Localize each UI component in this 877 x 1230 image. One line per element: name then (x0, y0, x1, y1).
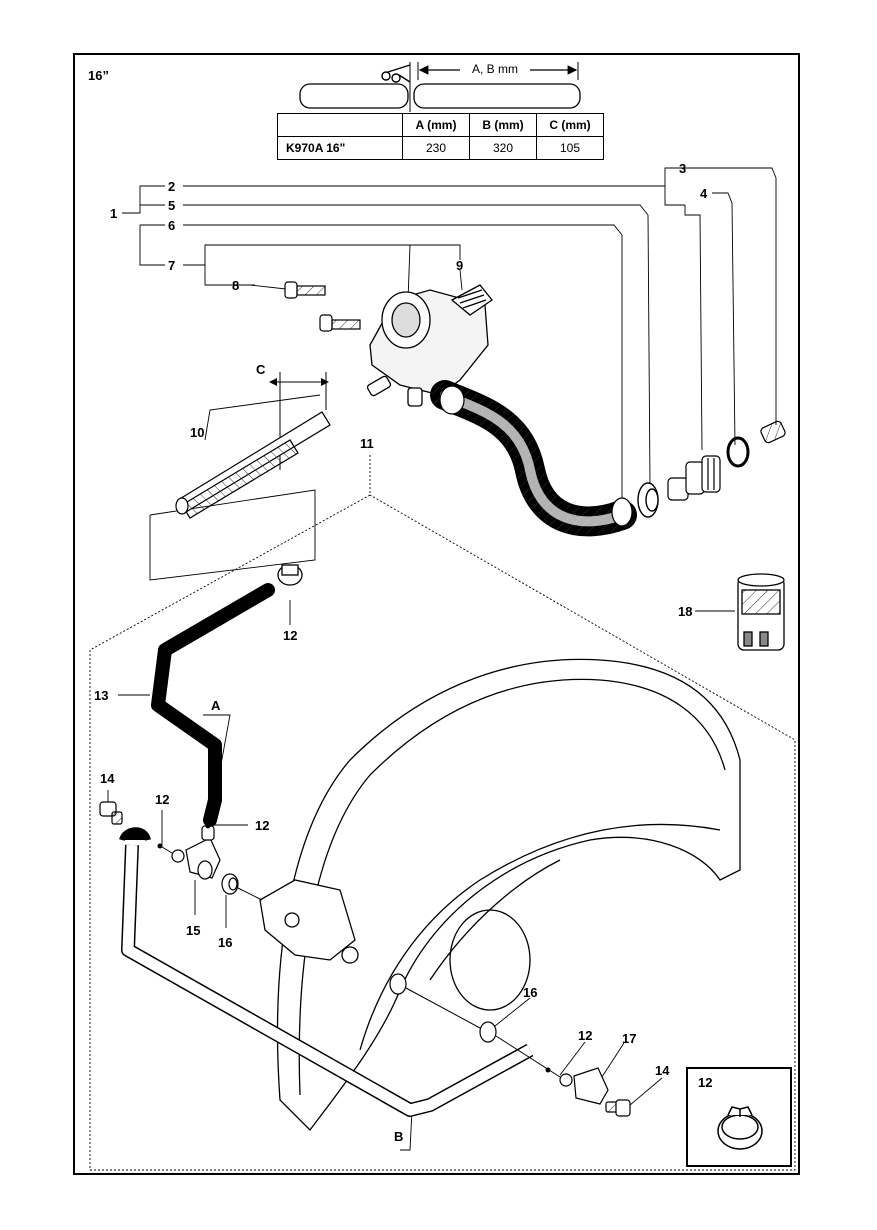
callout-13: 13 (94, 688, 108, 703)
variant-label: 16” (88, 68, 109, 83)
hose-13 (151, 583, 275, 827)
callout-15: 15 (186, 923, 200, 938)
table-header-cell: A (mm) (402, 113, 470, 137)
table-cell: 320 (469, 136, 537, 160)
callout-18: 18 (678, 604, 692, 619)
callout-5: 5 (168, 198, 175, 213)
coupling-18 (737, 573, 785, 651)
dimension-caption: A, B mm (472, 62, 518, 76)
clamp-icon (717, 1106, 763, 1150)
clamp-12-top (277, 564, 303, 586)
main-connector-assembly (366, 284, 493, 407)
dot-12b (205, 823, 211, 829)
dimension-a-label: A (211, 698, 221, 713)
callout-9: 9 (456, 258, 463, 273)
nipple-3 (760, 420, 786, 444)
spindle-housing (259, 879, 359, 964)
tee-15 (171, 825, 221, 880)
callout-1: 1 (110, 206, 117, 221)
dimension-c-label: C (256, 362, 266, 377)
callout-3: 3 (679, 161, 686, 176)
callout-10: 10 (190, 425, 204, 440)
callout-17: 17 (622, 1031, 636, 1046)
callout-14-left: 14 (100, 771, 115, 786)
leader-lines (89, 167, 796, 1171)
table-header-cell (277, 113, 403, 137)
table-cell-model: K970A 16" (277, 136, 403, 160)
scissors-icon (381, 64, 411, 83)
callout-16-right: 16 (523, 985, 537, 1000)
o-ring-4 (726, 436, 750, 468)
table-row: K970A 16" 230 320 105 (277, 136, 604, 160)
plug-14-left (99, 801, 123, 825)
callout-8: 8 (232, 278, 239, 293)
callout-4: 4 (700, 186, 708, 201)
callout-12-left: 12 (155, 792, 169, 807)
blade-guard (276, 658, 741, 1131)
connector-17 (559, 1067, 609, 1105)
tube-10 (175, 411, 331, 519)
callout-12-top: 12 (283, 628, 297, 643)
table-header-cell: B (mm) (469, 113, 537, 137)
dimension-table: A (mm) B (mm) C (mm) K970A 16" 230 320 1… (277, 113, 604, 160)
callout-16-left: 16 (218, 935, 232, 950)
quick-coupling-3 (667, 455, 721, 501)
inset-label: 12 (698, 1075, 713, 1090)
screw-8b (319, 314, 361, 332)
nut-16-left (221, 873, 239, 895)
tube-cut-illustration: A, B mm (299, 62, 581, 112)
callout-12-mid: 12 (255, 818, 269, 833)
hose-sleeve (439, 385, 633, 527)
drawing-frame (73, 53, 800, 1175)
dot-12a (157, 843, 163, 849)
table-header-cell: C (mm) (536, 113, 604, 137)
pipe-end (119, 827, 151, 842)
table-cell: 105 (536, 136, 604, 160)
plug-14-right (605, 1099, 631, 1117)
callout-2: 2 (168, 179, 175, 194)
clamp-detail-inset: 12 (686, 1067, 792, 1167)
table-header-row: A (mm) B (mm) C (mm) (277, 113, 604, 137)
screw-8a (284, 281, 326, 299)
table-cell: 230 (402, 136, 470, 160)
callout-11: 11 (360, 436, 374, 451)
callout-6: 6 (168, 218, 175, 233)
callout-12-right: 12 (578, 1028, 592, 1043)
dimension-b-label: B (394, 1129, 403, 1144)
callout-7: 7 (168, 258, 175, 273)
callout-14-right: 14 (655, 1063, 670, 1078)
nut-16-right (389, 973, 497, 1043)
hose-clamp-5 (637, 482, 659, 518)
